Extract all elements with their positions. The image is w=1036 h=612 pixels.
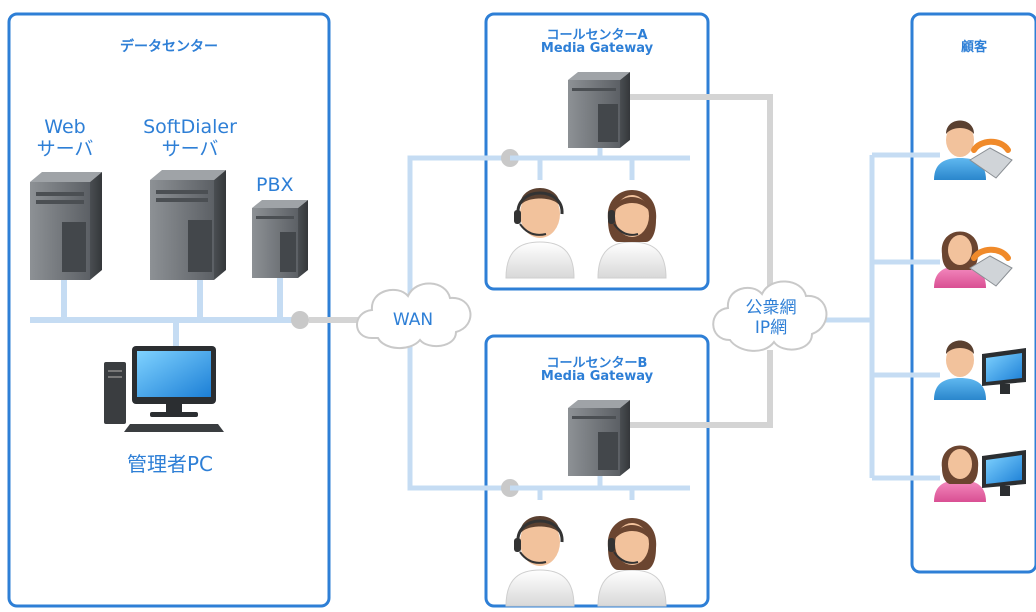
wan-cloud <box>356 282 472 349</box>
wan-label: WAN <box>392 310 434 330</box>
operator-female-b-icon <box>597 518 667 607</box>
pbx-server-icon <box>252 200 308 278</box>
customer-male-pc-icon <box>934 340 1026 400</box>
wan-links <box>407 155 505 491</box>
call-center-a-subtitle: Media Gateway <box>540 41 654 56</box>
data-center-frame <box>7 12 331 608</box>
public-network-label: 公衆網 IP網 <box>745 298 797 338</box>
customers-frame <box>910 12 1036 574</box>
call-center-b-subtitle: Media Gateway <box>540 369 654 384</box>
customers-title: 顧客 <box>960 40 987 55</box>
customer-male-phone-icon <box>934 120 1013 180</box>
call-center-b-title: コールセンターB <box>546 356 648 371</box>
customer-female-phone-icon <box>934 231 1013 288</box>
data-center-lan-node <box>291 311 309 329</box>
call-center-a-title: コールセンターA <box>546 28 648 43</box>
operator-male-a-icon <box>505 188 575 279</box>
web-server-icon <box>30 172 102 280</box>
customer-links <box>818 152 940 481</box>
pbx-label: PBX <box>256 174 294 196</box>
softdialer-server-icon <box>150 170 226 280</box>
admin-pc-icon <box>104 346 224 432</box>
operator-female-a-icon <box>597 190 667 279</box>
call-center-a-frame <box>484 12 710 291</box>
customer-female-pc-icon <box>934 445 1026 502</box>
gateway-to-public-links <box>628 94 773 428</box>
media-gateway-a-icon <box>568 72 630 148</box>
call-center-lan-nodes <box>501 149 519 497</box>
web-server-label: Web サーバ <box>36 116 94 160</box>
data-center-lan <box>30 278 300 348</box>
call-center-b-frame <box>484 334 710 608</box>
operator-male-b-icon <box>505 516 575 607</box>
call-center-lans <box>510 148 690 500</box>
admin-pc-label: 管理者PC <box>126 452 214 476</box>
media-gateway-b-icon <box>568 400 630 476</box>
softdialer-server-label: SoftDialer サーバ <box>143 116 237 160</box>
public-network-cloud <box>712 280 828 352</box>
data-center-title: データセンター <box>120 39 218 55</box>
